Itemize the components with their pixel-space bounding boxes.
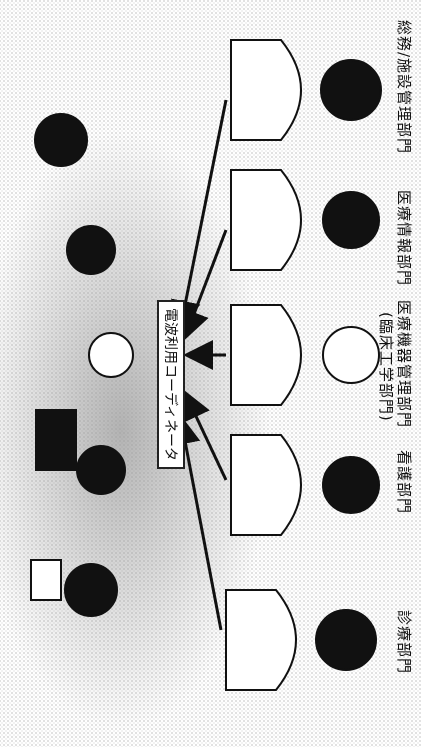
laptop [35, 409, 77, 471]
person-dept-2 [230, 169, 380, 271]
arrow-from-dept-4 [182, 389, 228, 481]
meeting-group [30, 113, 134, 617]
dept-label-3: 医療機器管理部門 [395, 300, 413, 429]
dept-label-5: 診療部門 [395, 610, 413, 675]
person-dept-1 [230, 39, 382, 141]
person-dept-5 [225, 589, 377, 691]
dept-label-2: 医療情報部門 [395, 190, 413, 287]
person-dept-3 [230, 304, 380, 406]
arrow-from-dept-1 [170, 99, 228, 331]
arrow-from-dept-2 [180, 229, 228, 341]
dept-sublabel-3: (臨床工学部門) [377, 312, 395, 422]
arrow-from-dept-5 [170, 414, 223, 631]
tablet [30, 559, 62, 601]
coordinator-box: 電波利用コーディネータ [157, 300, 185, 470]
person-dept-4 [230, 434, 380, 536]
dept-label-4: 看護部門 [395, 450, 413, 515]
dept-label-1: 総務/施設管理部門 [395, 20, 413, 155]
